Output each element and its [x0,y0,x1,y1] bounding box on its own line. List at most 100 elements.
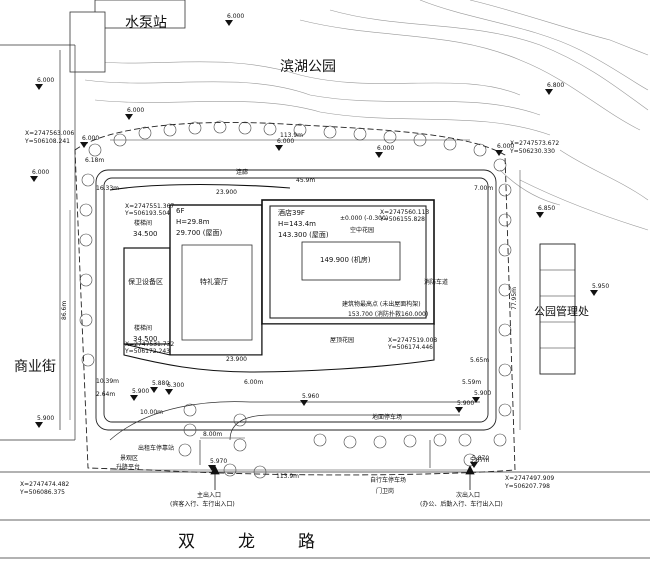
dim-10m: 10.00m [140,409,163,416]
road-name-3: 路 [298,532,316,552]
elevation-marker-icon [125,114,133,120]
dim-2-64: 2.64m [96,391,115,398]
coord-tr-x: X=2747573.672 [510,140,559,147]
elevation-marker-icon [80,142,88,148]
elevation-value: 6.300 [167,382,184,389]
dim-5-59: 5.59m [462,379,481,386]
dim-left: 86.6m [61,301,68,320]
coord-bl-y: Y=506086.375 [19,489,65,496]
dim-10-39: 10.39m [96,378,119,385]
secondary-entrance-label: 次出入口 [456,491,480,499]
elevation-marker-icon [470,462,478,468]
elevation-marker-icon [30,176,38,182]
elevation-value: 5.900 [457,400,474,407]
lake-park-label: 滨湖公园 [280,59,336,75]
tower-top-note: 建筑物最高点 (未出屋面构架) [342,300,421,308]
terrain-contours [79,0,649,231]
landscape-trees [79,120,512,479]
fire-lane-label: 消防车道 [424,278,448,286]
equipment-area-label: 保卫设备区 [128,277,163,286]
elevation-marker-icon [495,150,503,156]
elevation-marker-icon [208,465,216,471]
park-office-label: 公园管理处 [534,304,589,318]
dim-depth: 77.95m [511,287,518,310]
corridor-label: 连廊 [236,168,248,176]
coord-br-y: Y=506207.798 [504,483,550,490]
dim-width-top: 113.9m [280,132,303,139]
tower-top-elevation: 153.700 (消防扑救160.000) [348,310,428,318]
coord-in3-x: X=2747560.113 [380,209,429,216]
main-entrance-label: 主出入口 [197,491,221,499]
elevation-value: 6.000 [227,13,244,20]
building-a-floors: 6F [176,207,184,215]
road-name-2: 龙 [238,532,256,552]
tower-machine-room-elevation: 149.900 (机房) [320,255,371,264]
site-boundary [74,121,516,476]
parking-label: 地面停车场 [372,413,402,421]
coord-in2-y: Y=506172.243 [124,348,170,355]
dim-16-33: 16.33m [96,185,119,192]
tower-base-elevation: ±0.000 (-0.300) [340,215,388,222]
road-name-1: 双 [178,532,196,552]
elev-block-west-2: 34.500 [133,335,158,343]
coord-tr-y: Y=506230.330 [509,148,555,155]
tower-height: H=143.4m [278,220,316,228]
elevation-marker-icon [35,422,43,428]
elevation-value: 6.000 [37,77,54,84]
guard-label: 门卫岗 [376,487,394,495]
elevation-value: 6.000 [377,145,394,152]
stair-top-label: 楼梯间 [134,219,152,227]
podium [109,183,435,373]
elevation-marker-icon [225,20,233,26]
lift-label: 升降平台 [116,463,140,471]
elevation-value: 6.800 [547,82,564,89]
elevation-value: 5.970 [210,458,227,465]
elev-podium: 23.900 [226,356,247,363]
dimension-lines [69,139,521,471]
elevation-value: 6.000 [497,143,514,150]
coord-br-x: X=2747497.909 [505,475,554,482]
dim-8m: 8.00m [203,431,222,438]
building-a-elevation: 29.700 (屋面) [176,229,222,237]
elevation-value: 6.000 [32,169,49,176]
elevation-value: 6.850 [538,205,555,212]
elevation-marker-icon [375,152,383,158]
banquet-hall-label: 特礼宴厅 [200,277,228,286]
elevation-marker-icon [300,400,308,406]
main-entrance-note: (宾客入行、车行出入口) [170,500,235,508]
elevation-marker-icon [545,89,553,95]
elevation-value: 5.960 [302,393,319,400]
secondary-entrance-note: (办公、后勤入行、车行出入口) [420,500,503,508]
sky-garden-label: 空中花园 [350,226,374,234]
dim-5-65: 5.65m [470,357,489,364]
west-service-block [123,247,171,345]
elevation-marker-icon [35,84,43,90]
elevation-value: 5.950 [592,283,609,290]
stair-bottom-label: 楼梯间 [134,324,152,332]
elevation-value: 5.900 [474,390,491,397]
dim-6-18: 6.18m [85,157,104,164]
bus-stop-label: 出租车停靠站 [138,444,174,452]
elevation-marker-icon [455,407,463,413]
driveways [0,401,650,559]
building-a-height: H=29.8m [176,218,210,226]
landscape-label: 景观区 [120,455,138,462]
banquet-hall-building [169,204,263,356]
elevation-marker-icon [165,389,173,395]
dim-row-top: 45.9m [296,177,315,184]
elevation-marker-icon [150,387,158,393]
elevation-value: 5.880 [152,380,169,387]
coord-in2-x: X=2747531.732 [125,341,174,348]
coord-tl-y: Y=506108.241 [24,138,70,145]
elevation-marker-icon [472,397,480,403]
park-office-building [539,243,576,375]
coord-in4-y: Y=506174.446 [387,344,433,351]
dim-width-bottom: 113.9m [276,473,299,480]
commercial-street-label: 商业街 [14,359,56,375]
coord-bl-x: X=2747474.482 [20,481,69,488]
elevation-value: 5.900 [132,388,149,395]
elev-block-west: 34.500 [133,230,158,238]
coord-in3-y: Y=506155.828 [379,216,425,223]
